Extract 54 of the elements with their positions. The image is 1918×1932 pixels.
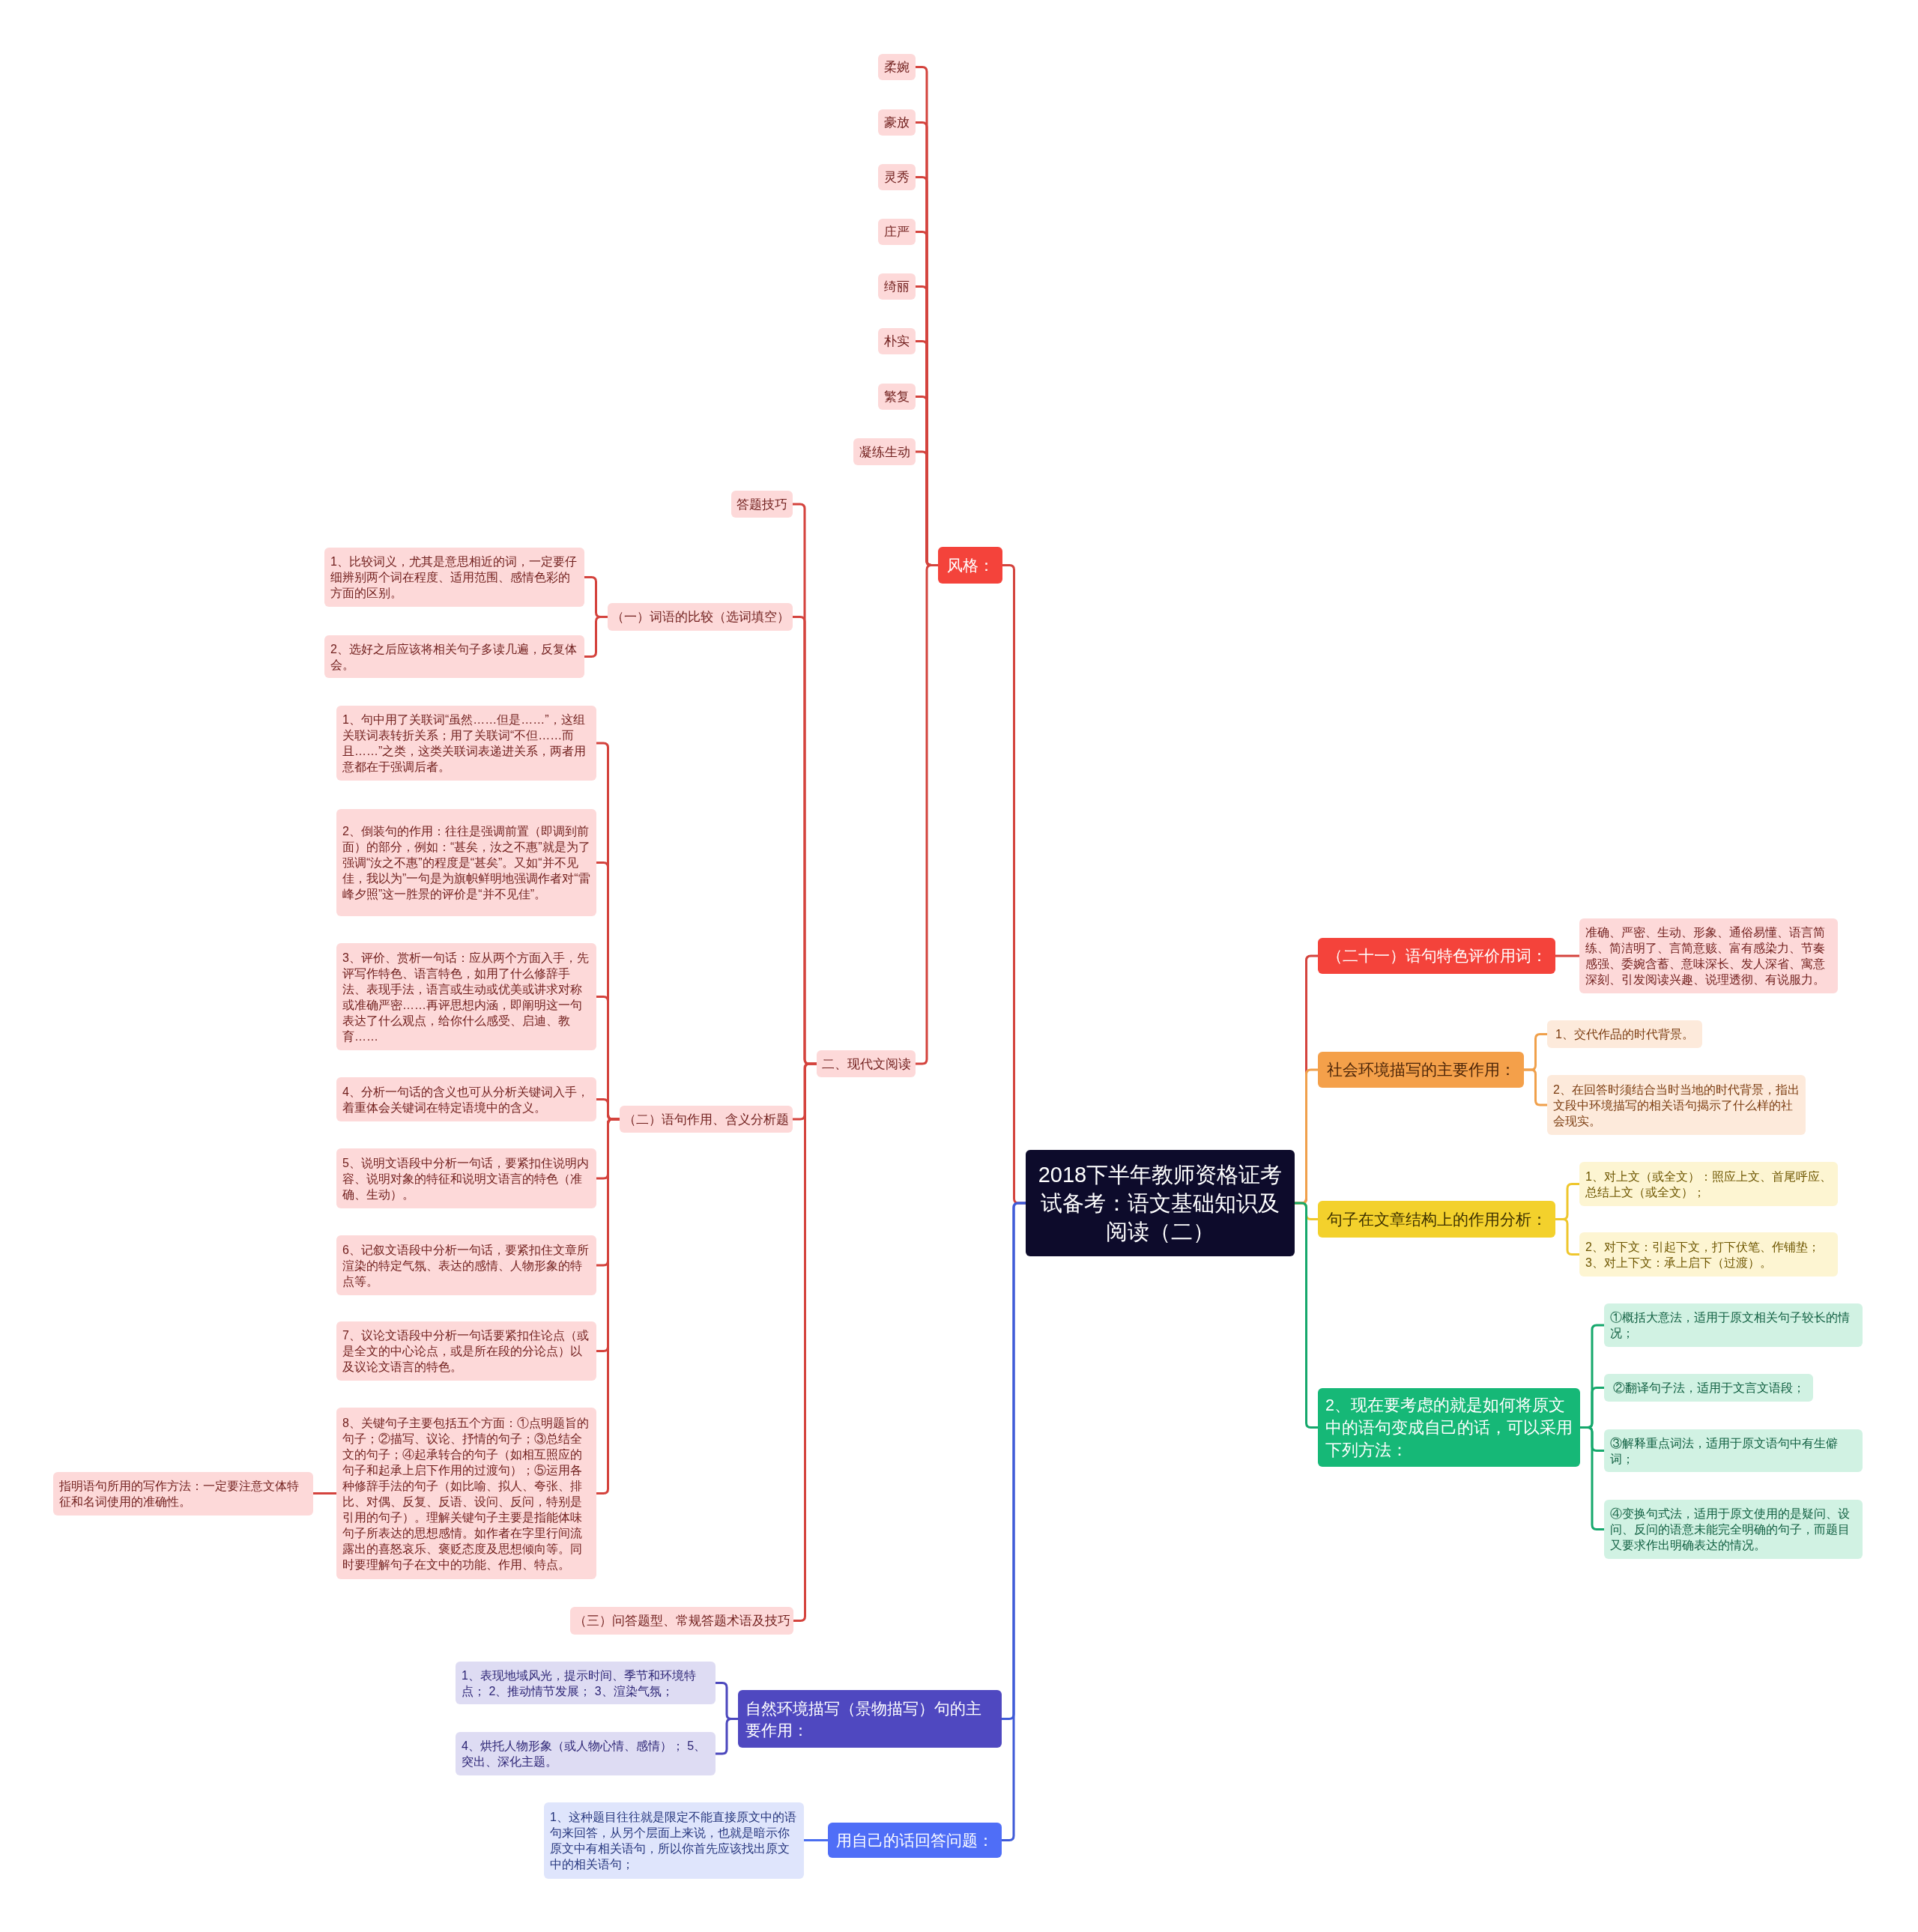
subtopic-box: 准确、严密、生动、形象、通俗易懂、语言简练、简洁明了、言简意赅、富有感染力、节奏感强、委婉含蓄、意味深长、发人深省、寓意深刻、引发阅读兴趣、说理透彻、有说服力。 xyxy=(1579,918,1838,993)
connector-line xyxy=(313,1492,336,1495)
subtopic-box: 凝练生动 xyxy=(853,438,916,465)
subtopic-box: 1、句中用了关联词“虽然……但是……”，这组关联词表转折关系；用了关联词“不但……而且……”之类，这类关联词表递进关系，两者用意都在于强调后者。 xyxy=(336,706,596,781)
main-branch-box: 风格： xyxy=(938,547,1002,584)
connector-line xyxy=(1555,1218,1579,1256)
subtopic-box: （一）词语的比较（选词填空） xyxy=(608,603,793,631)
main-branch-box: 用自己的话回答问题： xyxy=(828,1823,1002,1858)
subtopic-box: 2、在回答时须结合当时当地的时代背景，指出文段中环境描写的相关语句揭示了什么样的社会现实。 xyxy=(1547,1075,1806,1135)
subtopic-box: 7、议论文语段中分析一句话要紧扣住论点（或是全文的中心论点，或是所在段的分论点）以及议论文语言的特色。 xyxy=(336,1321,596,1381)
subtopic-box: 灵秀 xyxy=(878,164,916,190)
subtopic-box: 6、记叙文语段中分析一句话，要紧扣住文章所渲染的特定气氛、表达的感情、人物形象的特点等。 xyxy=(336,1235,596,1295)
subtopic-box: 2、选好之后应该将相关句子多读几遍，反复体会。 xyxy=(324,635,584,678)
subtopic-box: 2、对下文：引起下文，打下伏笔、作铺垫；3、对上下文：承上启下（过渡）。 xyxy=(1579,1232,1838,1277)
subtopic-box: 答题技巧 xyxy=(731,491,793,518)
connector-line xyxy=(584,616,608,658)
subtopic-box: 1、对上文（或全文）：照应上文、首尾呼应、总结上文（或全文）； xyxy=(1579,1162,1838,1206)
subtopic-box: 繁复 xyxy=(878,384,916,410)
subtopic-box: 柔婉 xyxy=(878,54,916,80)
connector-line xyxy=(1580,1426,1604,1530)
main-branch-box: 自然环境描写（景物描写）句的主要作用： xyxy=(738,1690,1002,1748)
subtopic-box: ④变换句式法，适用于原文使用的是疑问、设问、反问的语意未能完全明确的句子，而题目又要求作出明确表达的情况。 xyxy=(1604,1500,1863,1559)
subtopic-box: 1、交代作品的时代背景。 xyxy=(1547,1020,1702,1048)
subtopic-box: 朴实 xyxy=(878,328,916,354)
connector-line xyxy=(716,1718,738,1755)
connector-line xyxy=(1555,954,1579,957)
subtopic-box: ①概括大意法，适用于原文相关句子较长的情况； xyxy=(1604,1303,1863,1347)
subtopic-box: 庄严 xyxy=(878,219,916,245)
subtopic-box: （三）问答题型、常规答题术语及技巧 xyxy=(570,1607,793,1635)
connector-line xyxy=(1524,1068,1547,1106)
subtopic-box: 绮丽 xyxy=(878,273,916,300)
main-branch-box: 社会环境描写的主要作用： xyxy=(1318,1052,1524,1088)
subtopic-box: 5、说明文语段中分析一句话，要紧扣住说明内容、说明对象的特征和说明文语言的特色（准确、生动）。 xyxy=(336,1148,596,1208)
subtopic-box: 8、关键句子主要包括五个方面：①点明题旨的句子；②描写、议论、抒情的句子；③总结全文的句子；④起承转合的句子（如相互照应的句子和起承上启下作用的过渡句）；⑤运用各种修辞手法的句子（如比喻、拟人、夸张、排比、对偶、反复、反语、设问、反问，特别是引用的句子）。理解关键句子主要是指能体味句子所表达的思想感情。如作者在字里行间流露出的喜怒哀乐、褒贬态度及思想倾向等。同时要理解句子在文中的功能、作用、特点。 xyxy=(336,1408,596,1579)
subtopic-box: 1、这种题目往往就是限定不能直接原文中的语句来回答，从另个层面上来说，也就是暗示你原文中有相关语句，所以你首先应该找出原文中的相关语句； xyxy=(544,1802,804,1879)
subtopic-box: 1、表现地域风光，提示时间、季节和环境特点； 2、推动情节发展； 3、渲染气氛； xyxy=(456,1662,716,1704)
main-branch-box: 句子在文章结构上的作用分析： xyxy=(1318,1201,1555,1238)
subtopic-box: 指明语句所用的写作方法：一定要注意文体特征和名词使用的准确性。 xyxy=(53,1472,313,1515)
subtopic-box: ②翻译句子法，适用于文言文语段； xyxy=(1604,1374,1813,1402)
subtopic-box: （二）语句作用、含义分析题 xyxy=(620,1106,793,1133)
subtopic-box: 4、烘托人物形象（或人物心情、感情）； 5、突出、深化主题。 xyxy=(456,1732,716,1775)
subtopic-box: 1、比较词义，尤其是意思相近的词，一定要仔细辨别两个词在程度、适用范围、感情色彩的方面的区别。 xyxy=(324,548,584,607)
connector-line xyxy=(804,1839,828,1841)
subtopic-box: ③解释重点词法，适用于原文语句中有生僻词； xyxy=(1604,1429,1863,1472)
main-branch-box: （二十一）语句特色评价用词： xyxy=(1318,938,1555,974)
subtopic-box: 3、评价、赏析一句话：应从两个方面入手，先评写作特色、语言特色，如用了什么修辞手法、表现手法，语言或生动或优美或讲求对称或准确严密……再评思想内涵，即阐明这一句表达了什么观点，给你什么感受、启迪、教育…… xyxy=(336,943,596,1050)
connector-line xyxy=(1002,1202,1026,1841)
subtopic-box: 2、倒装句的作用：往往是强调前置（即调到前面）的部分，例如：“甚矣，汝之不惠”就是为了强调“汝之不惠”的程度是“甚矣”。又如“并不见佳，我以为”一句是为旗帜鲜明地强调作者对“雷峰夕照”这一胜景的评价是“并不见佳”。 xyxy=(336,809,596,916)
subtopic-box: 二、现代文阅读 xyxy=(817,1050,916,1077)
subtopic-box: 豪放 xyxy=(878,109,916,136)
subtopic-box: 4、分析一句话的含义也可从分析关键词入手，着重体会关键词在特定语境中的含义。 xyxy=(336,1077,596,1121)
connector-line xyxy=(1295,1202,1318,1429)
main-branch-box: 2、现在要考虑的就是如何将原文中的语句变成自己的话，可以采用下列方法： xyxy=(1318,1388,1580,1467)
central-topic-box: 2018下半年教师资格证考试备考：语文基础知识及阅读（二） xyxy=(1026,1150,1295,1256)
